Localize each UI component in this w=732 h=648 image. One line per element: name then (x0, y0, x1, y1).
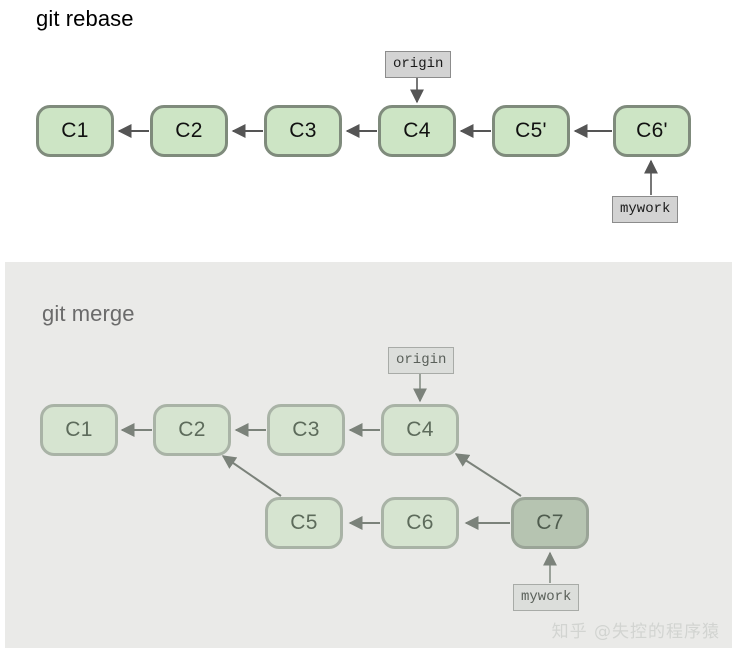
merge-commit-node-c2[interactable]: C2 (153, 404, 231, 456)
merge-commit-node-c7[interactable]: C7 (511, 497, 589, 549)
merge-commit-node-c4[interactable]: C4 (381, 404, 459, 456)
section-title-rebase: git rebase (36, 6, 134, 31)
merge-section-background (5, 262, 732, 648)
ref-label-origin[interactable]: origin (385, 51, 452, 78)
merge-ref-label-mywork[interactable]: mywork (513, 584, 580, 611)
commit-node-c2[interactable]: C2 (150, 105, 228, 157)
commit-node-c1[interactable]: C1 (36, 105, 114, 157)
commit-node-c3[interactable]: C3 (264, 105, 342, 157)
merge-ref-label-origin[interactable]: origin (388, 347, 455, 374)
commit-node-c4[interactable]: C4 (378, 105, 456, 157)
edge-merge-c5-c2 (221, 455, 282, 497)
merge-commit-node-c6[interactable]: C6 (381, 497, 459, 549)
commit-node-c6-prime[interactable]: C6' (613, 105, 691, 157)
ref-label-mywork[interactable]: mywork (612, 196, 679, 223)
commit-node-c5-prime[interactable]: C5' (492, 105, 570, 157)
watermark-text: 知乎 @失控的程序猿 (551, 622, 720, 642)
edge-merge-c7-c4 (454, 453, 522, 497)
merge-commit-node-c1[interactable]: C1 (40, 404, 118, 456)
merge-commit-node-c3[interactable]: C3 (267, 404, 345, 456)
merge-commit-node-c5[interactable]: C5 (265, 497, 343, 549)
section-title-merge: git merge (42, 301, 135, 326)
